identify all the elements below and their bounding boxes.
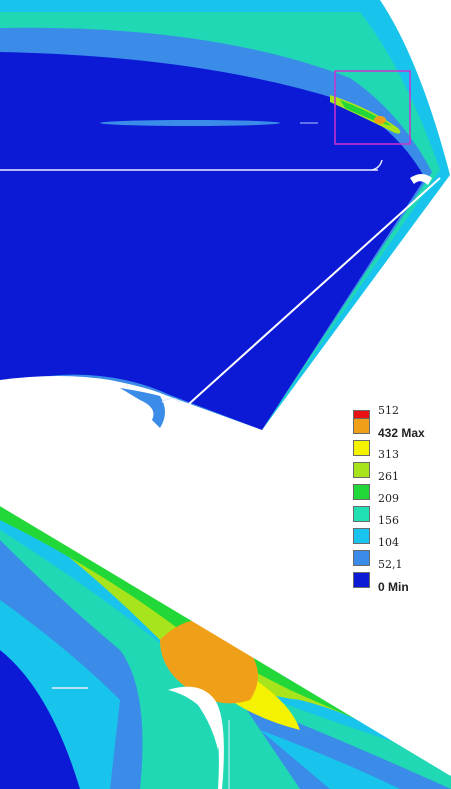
- crack-end-hook: [371, 159, 383, 171]
- right-diagonal-edge: [159, 177, 441, 431]
- legend-swatch: [353, 440, 370, 456]
- legend-row: 432 Max: [353, 418, 449, 448]
- legend-row: 104: [353, 528, 449, 558]
- color-legend: 512 432 Max 313 261 209 156 104 52,1 0 Min: [353, 404, 449, 602]
- legend-swatch: [353, 528, 370, 544]
- bore-edge-band: [120, 388, 165, 428]
- internal-slot: [100, 120, 280, 126]
- zoom-highlight-box: [334, 70, 411, 145]
- legend-swatch: [353, 462, 370, 478]
- legend-levels: 432 Max 313 261 209 156 104 52,1 0 Min: [353, 418, 449, 602]
- legend-swatch: [353, 418, 370, 434]
- legend-row: 209: [353, 484, 449, 514]
- legend-label: 52,1: [378, 558, 403, 571]
- legend-label: 209: [378, 492, 399, 505]
- legend-swatch: [353, 572, 370, 588]
- detail-diagonal-edge: [0, 504, 451, 776]
- legend-row: 52,1: [353, 550, 449, 580]
- hotspot-top: [374, 116, 386, 124]
- bore-notch: [161, 397, 181, 403]
- legend-row: 0 Min: [353, 572, 449, 602]
- legend-row: 313: [353, 440, 449, 470]
- legend-swatch: [353, 550, 370, 566]
- legend-label: 156: [378, 514, 399, 527]
- main-blue-body: [0, 52, 425, 430]
- legend-label: 0 Min: [378, 580, 409, 594]
- legend-label: 432 Max: [378, 426, 425, 440]
- legend-swatch: [353, 506, 370, 522]
- legend-row: 261: [353, 462, 449, 492]
- legend-top-value: 512: [378, 404, 399, 417]
- legend-swatch: [353, 484, 370, 500]
- legend-label: 261: [378, 470, 399, 483]
- legend-label: 104: [378, 536, 399, 549]
- legend-label: 313: [378, 448, 399, 461]
- legend-row: 156: [353, 506, 449, 536]
- right-edge-notch: [410, 174, 432, 185]
